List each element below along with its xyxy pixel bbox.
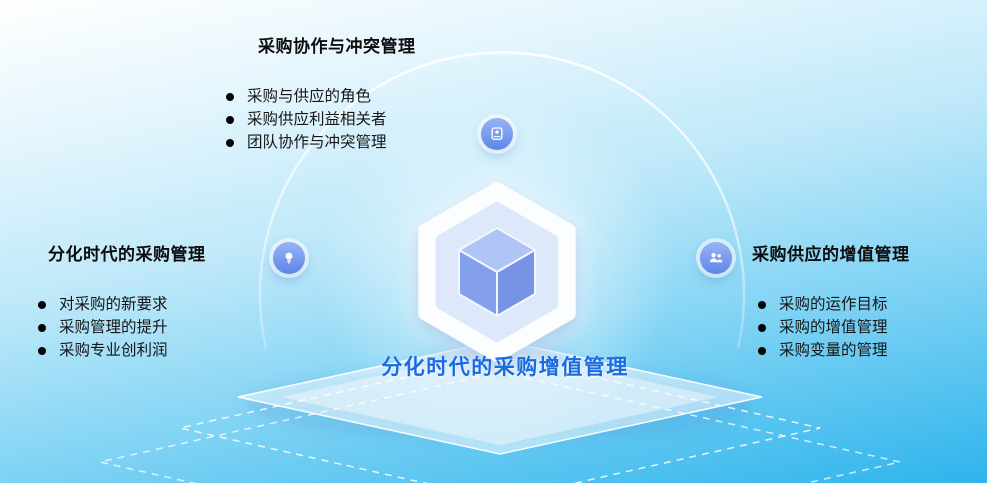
- section-top-heading: 采购协作与冲突管理: [258, 37, 416, 56]
- list-item-label: 采购的运作目标: [779, 296, 888, 313]
- bullet-dot: [758, 300, 766, 309]
- list-item-label: 采购供应利益相关者: [247, 111, 387, 128]
- section-top-list: 采购与供应的角色 采购供应利益相关者 团队协作与冲突管理: [226, 85, 416, 154]
- section-left: 分化时代的采购管理 对采购的新要求 采购管理的提升 采购专业创利润: [38, 240, 206, 362]
- list-item: 采购的增值管理: [758, 316, 910, 339]
- bullet-dot: [38, 346, 46, 355]
- list-item-label: 采购管理的提升: [59, 319, 168, 336]
- bullet-dot: [38, 300, 46, 309]
- list-item-label: 采购的增值管理: [779, 319, 888, 336]
- list-item: 采购供应利益相关者: [226, 108, 416, 131]
- cube-icon: [458, 227, 536, 317]
- right-node: [700, 242, 732, 274]
- left-node: [273, 242, 305, 274]
- bullet-dot: [38, 323, 46, 332]
- section-left-list: 对采购的新要求 采购管理的提升 采购专业创利润: [38, 293, 206, 362]
- diagram-title: 分化时代的采购增值管理: [381, 356, 629, 379]
- list-item: 采购与供应的角色: [226, 85, 416, 108]
- dashed-diamond-outer: [99, 371, 901, 483]
- list-item-label: 采购变量的管理: [779, 342, 888, 359]
- idea-icon: [285, 252, 293, 264]
- section-top: 采购协作与冲突管理 采购与供应的角色 采购供应利益相关者 团队协作与冲突管理: [226, 32, 416, 154]
- team-icon: [709, 252, 723, 263]
- bullet-dot: [226, 138, 234, 147]
- center-hexagon: [410, 172, 584, 372]
- list-item: 采购的运作目标: [758, 293, 910, 316]
- section-right: 采购供应的增值管理 采购的运作目标 采购的增值管理 采购变量的管理: [752, 240, 910, 362]
- bullet-dot: [758, 323, 766, 332]
- list-item-label: 对采购的新要求: [59, 296, 168, 313]
- list-item-label: 采购专业创利润: [59, 342, 168, 359]
- list-item: 团队协作与冲突管理: [226, 131, 416, 154]
- list-item: 采购专业创利润: [38, 339, 206, 362]
- list-item: 采购变量的管理: [758, 339, 910, 362]
- list-item: 采购管理的提升: [38, 316, 206, 339]
- bullet-dot: [226, 115, 234, 124]
- top-node: [481, 118, 513, 150]
- list-item: 对采购的新要求: [38, 293, 206, 316]
- certificate-icon: [491, 127, 503, 140]
- bullet-dot: [226, 92, 234, 101]
- section-right-heading: 采购供应的增值管理: [752, 245, 910, 264]
- bullet-dot: [758, 346, 766, 355]
- section-right-list: 采购的运作目标 采购的增值管理 采购变量的管理: [758, 293, 910, 362]
- section-left-heading: 分化时代的采购管理: [48, 245, 206, 264]
- list-item-label: 团队协作与冲突管理: [247, 134, 387, 151]
- list-item-label: 采购与供应的角色: [247, 88, 372, 105]
